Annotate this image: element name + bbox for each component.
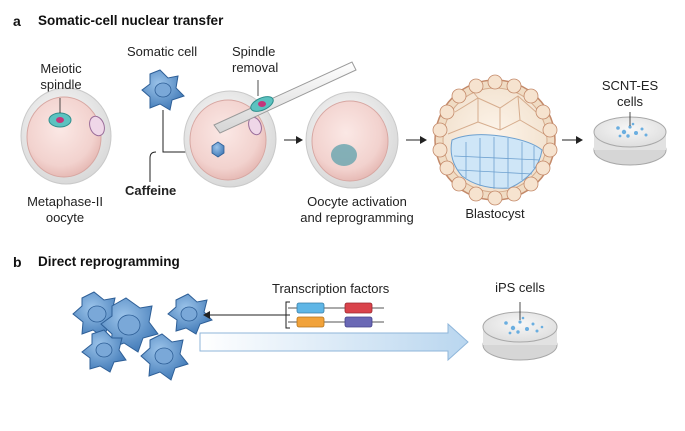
scnt-es-label: SCNT-ES cells — [592, 78, 668, 110]
reprogramming-arrow — [199, 322, 469, 362]
metaphase-label-line1: Metaphase-II — [27, 194, 103, 209]
meiotic-spindle-label-line1: Meiotic — [40, 61, 82, 76]
somatic-cell-label: Somatic cell — [127, 44, 198, 59]
metaphase-oocyte-label: Metaphase-II oocyte — [10, 194, 120, 226]
meiotic-spindle-label: Meiotic spindle — [26, 61, 96, 93]
spindle-removal-label-line1: Spindle — [232, 44, 276, 59]
scnt-es-label-line2: cells — [616, 94, 643, 109]
meiotic-spindle-icon — [48, 112, 72, 128]
factor-red-box — [344, 302, 373, 314]
transcription-factors-label: Transcription factors — [272, 281, 390, 296]
panel-b-letter: b — [13, 254, 22, 270]
factor-purple-box — [344, 316, 373, 328]
transcription-factor-cassettes — [288, 302, 384, 328]
caffeine-arrow — [149, 151, 157, 182]
somatic-cell-cluster — [72, 291, 213, 381]
panel-b-title: Direct reprogramming — [38, 254, 180, 269]
activated-oocyte — [305, 91, 399, 189]
panel-a-title: Somatic-cell nuclear transfer — [38, 13, 224, 28]
factor-cyan-box — [296, 302, 325, 314]
somatic-cell-icon — [141, 69, 185, 111]
spindle-removal-label-line2: removal — [232, 60, 279, 75]
pipette-icon — [213, 61, 357, 134]
scnt-es-dish-icon — [593, 112, 667, 166]
inner-cell-mass — [450, 134, 543, 189]
oocyte-activation-label-line2: and reprogramming — [300, 210, 414, 225]
oocyte-activation-label-line1: Oocyte activation — [307, 194, 407, 209]
metaphase-ii-oocyte — [20, 87, 112, 185]
spindle-removal-label: Spindle removal — [232, 44, 278, 76]
ips-dish-icon — [482, 302, 558, 361]
panel-a-letter: a — [13, 13, 21, 29]
blastocyst-label: Blastocyst — [465, 206, 525, 221]
metaphase-label-line2: oocyte — [45, 210, 85, 225]
factors-bracket — [285, 301, 290, 329]
oocyte-activation-label: Oocyte activation and reprogramming — [292, 194, 422, 226]
factor-orange-box — [296, 316, 325, 328]
caffeine-label: Caffeine — [125, 183, 177, 198]
blastocyst-icon — [432, 74, 558, 206]
scnt-es-label-line1: SCNT-ES — [601, 78, 659, 93]
ips-cells-label: iPS cells — [495, 280, 545, 295]
meiotic-spindle-label-line2: spindle — [40, 77, 82, 92]
